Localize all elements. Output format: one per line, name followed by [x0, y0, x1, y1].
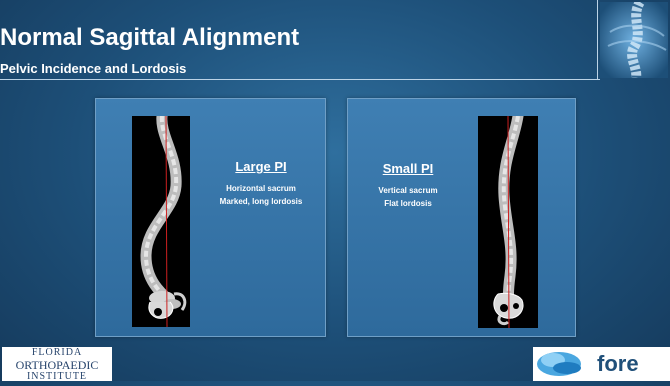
fore-logo: fore: [533, 347, 670, 381]
small-pi-panel: Small PI Vertical sacrum Flat lordosis: [347, 98, 576, 337]
large-pi-panel: Large PI Horizontal sacrum Marked, long …: [95, 98, 326, 337]
small-pi-spine-xray: [478, 116, 538, 328]
header-divider: [0, 79, 600, 80]
small-pi-label: Small PI Vertical sacrum Flat lordosis: [348, 161, 468, 210]
fore-logo-text: fore: [597, 351, 639, 377]
slide-subtitle: Pelvic Incidence and Lordosis: [0, 61, 670, 76]
slide-title: Normal Sagittal Alignment: [0, 24, 670, 52]
small-pi-line-2: Flat lordosis: [348, 197, 468, 210]
spine-illustration-icon: [600, 2, 668, 78]
large-pi-spine-xray: [132, 116, 190, 327]
florida-orthopaedic-institute-logo: FLORIDA ORTHOPAEDIC INSTITUTE: [2, 347, 112, 381]
logo-left-line-1: FLORIDA: [2, 347, 112, 358]
large-pi-heading: Large PI: [202, 159, 320, 174]
small-pi-heading: Small PI: [348, 161, 468, 176]
fore-logo-mark-icon: [533, 347, 589, 381]
logo-left-line-3: INSTITUTE: [2, 371, 112, 382]
large-pi-line-1: Horizontal sacrum: [202, 182, 320, 195]
header-vertical-divider: [597, 0, 598, 80]
large-pi-line-2: Marked, long lordosis: [202, 195, 320, 208]
small-pi-line-1: Vertical sacrum: [348, 184, 468, 197]
large-pi-label: Large PI Horizontal sacrum Marked, long …: [202, 159, 320, 208]
